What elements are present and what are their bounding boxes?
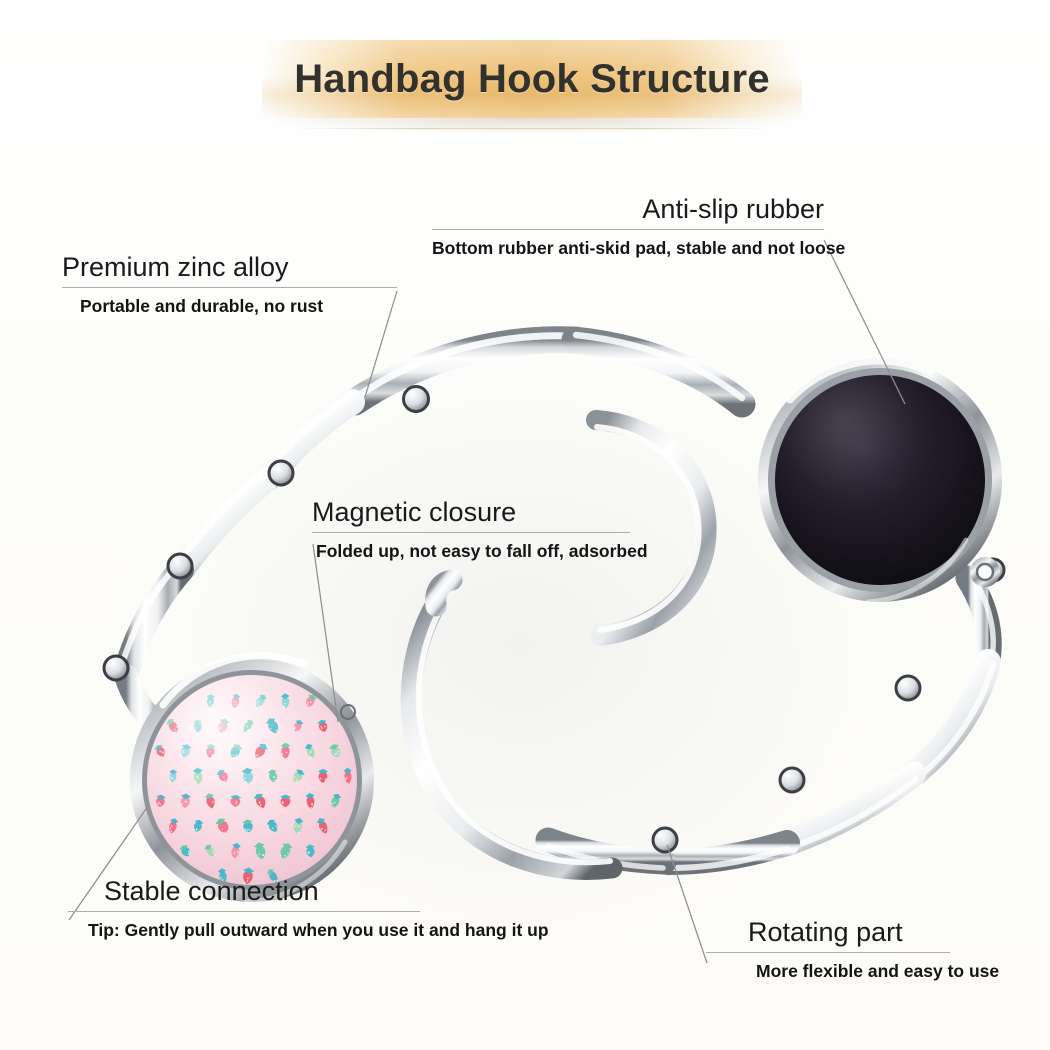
banner-shadow [268,118,796,134]
strawberry-icon [304,744,315,759]
strawberry-icon [253,842,266,860]
callout-subtitle: Folded up, not easy to fall off, adsorbe… [316,541,648,562]
strawberry-icon [241,767,253,784]
pivot-joint-group [102,385,1006,854]
callout-subtitle: More flexible and easy to use [756,961,1000,982]
strawberry-icon [179,845,191,857]
leader-line-magnet [312,543,339,723]
strawberry-icon [231,693,241,709]
strawberry-icon [331,793,342,809]
callout-subtitle: Tip: Gently pull outward when you use it… [88,920,549,941]
callout-underline [68,911,420,913]
strawberry-icon [279,843,293,859]
strawberry-icon [231,842,241,859]
callout-heading: Rotating part [748,917,903,947]
strawberry-icon [267,769,277,783]
strawberry-icon [230,744,243,759]
strawberry-icon [280,742,291,760]
pivot-joint [402,385,430,413]
strawberry-icon [243,719,254,732]
strawberry-icon [256,694,267,707]
strawberry-icon [253,743,268,758]
callout-subtitle: Bottom rubber anti-skid pad, stable and … [432,238,846,259]
strawberry-icon [180,744,192,758]
strawberry-icon [204,844,216,857]
callout-underline [706,952,950,954]
callout-underline [62,287,397,289]
strawberry-icon [329,744,341,758]
strawberry-icon [305,844,315,858]
callout-heading: Stable connection [104,876,319,906]
callout-underline [312,532,630,534]
strawberry-icon [305,792,315,809]
page-title: Handbag Hook Structure [294,56,770,101]
pivot-joint [980,557,1006,583]
leader-line-rubber [823,239,906,405]
strawberry-icon [218,718,230,733]
strawberry-icon [180,793,192,809]
callout-rotating-part: Rotating part More flexible and easy to … [706,917,1000,982]
strawberry-icon [230,794,242,808]
strawberry-icon [280,693,290,709]
strawberry-icon [206,743,216,758]
strawberry-icon [193,719,203,733]
strawberry-icon [317,719,328,732]
callout-magnetic-closure: Magnetic closure Folded up, not easy to … [312,498,648,562]
strawberry-icon [156,794,166,808]
strawberry-icon [293,817,304,834]
strawberry-icon [293,720,304,733]
strawberry-icon [206,694,215,708]
strawberry-icon [265,718,279,734]
pivot-joint [102,654,130,682]
strawberry-icon [279,794,292,808]
callout-anti-slip-rubber: Anti-slip rubber Bottom rubber anti-skid… [432,194,846,259]
pivot-joint [166,552,194,580]
strawberry-icon [193,819,204,832]
callout-underline [432,229,824,231]
callout-subtitle: Portable and durable, no rust [80,296,324,317]
strawberry-icon [154,745,165,757]
strawberry-icon [266,819,279,832]
strawberry-icon [169,769,178,783]
callout-premium-zinc-alloy: Premium zinc alloy Portable and durable,… [62,253,397,317]
strawberry-icon [316,817,328,834]
strawberry-pattern [154,693,352,885]
strawberry-pattern-disc [130,652,374,905]
callout-heading: Anti-slip rubber [642,194,824,224]
pivot-joint [778,766,806,794]
leader-line-rotate [666,844,708,964]
pivot-joint [267,459,295,487]
callout-heading: Magnetic closure [312,497,517,527]
strawberry-icon [343,767,352,785]
chrome-link-arm [113,326,1002,875]
strawberry-icon [166,719,178,733]
strawberry-icon [192,767,203,785]
strawberry-icon [306,694,317,707]
strawberry-icon [293,769,305,783]
strawberry-icon [169,818,179,834]
title-banner: Handbag Hook Structure [262,40,802,118]
strawberry-icon [215,818,229,834]
pivot-joint [651,826,679,854]
strawberry-icon [216,769,228,782]
strawberry-icon [253,793,266,808]
strawberry-icon [204,793,216,809]
strawberry-icon [242,819,253,833]
black-rubber-pad-disc [758,357,1002,605]
callout-heading: Premium zinc alloy [62,252,289,282]
banner-underline [290,128,774,129]
inner-hook-arm [400,410,717,880]
callout-stable-connection: Stable connection Tip: Gently pull outwa… [68,876,549,941]
pivot-joint [894,674,922,702]
strawberry-icon [318,768,329,783]
